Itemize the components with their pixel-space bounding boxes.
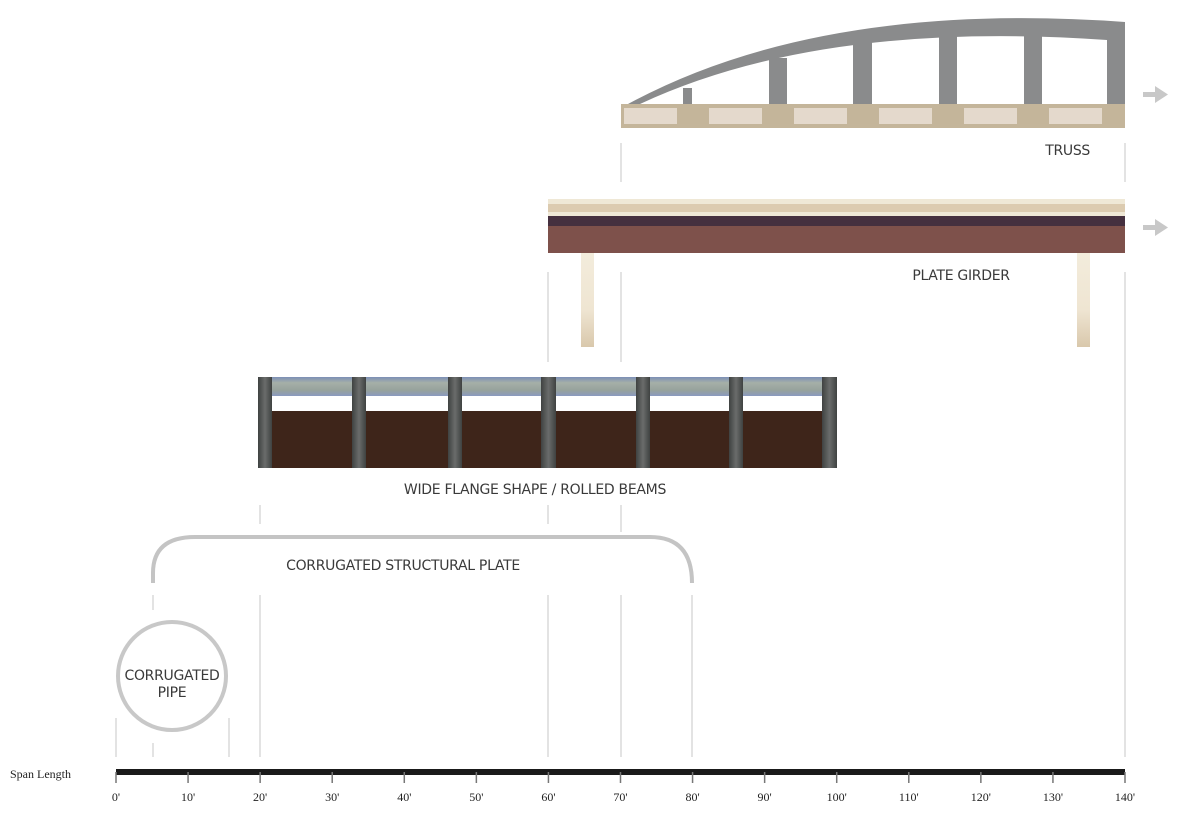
axis-tick-label: 110' xyxy=(899,790,919,804)
truss-label: TRUSS xyxy=(1044,143,1090,159)
corrugated-pipe-label-line1: CORRUGATED xyxy=(124,668,219,684)
truss-arch xyxy=(628,18,1125,104)
beam-columns xyxy=(258,377,837,468)
plate-girder-label: PLATE GIRDER xyxy=(912,268,1010,284)
axis-tick-label: 10' xyxy=(181,790,195,804)
plate-girder-bridge: PLATE GIRDER xyxy=(548,199,1168,347)
wide-flange-bridge: WIDE FLANGE SHAPE / ROLLED BEAMS xyxy=(258,377,837,498)
axis-tick-label: 100' xyxy=(827,790,847,804)
axis-tick-label: 50' xyxy=(469,790,483,804)
axis-tick-label: 30' xyxy=(325,790,339,804)
axis-tick-label: 130' xyxy=(1043,790,1063,804)
corrugated-plate-label: CORRUGATED STRUCTURAL PLATE xyxy=(286,558,520,574)
arrow-right-icon xyxy=(1143,86,1168,103)
span-length-axis: Span Length 0' 10' 20' 30' 40' 50' 60' 70' 80' 90… xyxy=(10,767,1135,804)
axis-tick-label: 90' xyxy=(758,790,772,804)
corrugated-plate-bridge: CORRUGATED STRUCTURAL PLATE xyxy=(151,535,694,584)
axis-tick-label: 20' xyxy=(253,790,267,804)
axis-tick-label: 60' xyxy=(541,790,555,804)
guide-lines xyxy=(115,143,1126,757)
truss-deck xyxy=(621,104,1125,128)
axis-tick-label: 70' xyxy=(613,790,627,804)
axis-label: Span Length xyxy=(10,767,71,781)
axis-tick-label: 0' xyxy=(112,790,120,804)
girder-post xyxy=(1077,253,1090,347)
axis-tick-label: 120' xyxy=(971,790,991,804)
axis-tick-label: 140' xyxy=(1115,790,1135,804)
truss-bridge: TRUSS xyxy=(621,18,1168,159)
arrow-right-icon xyxy=(1143,219,1168,236)
plate-girder xyxy=(548,226,1125,253)
corrugated-pipe: CORRUGATED PIPE xyxy=(116,620,228,732)
axis-tick-label: 40' xyxy=(397,790,411,804)
girder-post xyxy=(581,253,594,347)
corrugated-pipe-label-line2: PIPE xyxy=(158,685,187,701)
wide-flange-label: WIDE FLANGE SHAPE / ROLLED BEAMS xyxy=(404,482,667,498)
axis-tick-label: 80' xyxy=(685,790,699,804)
